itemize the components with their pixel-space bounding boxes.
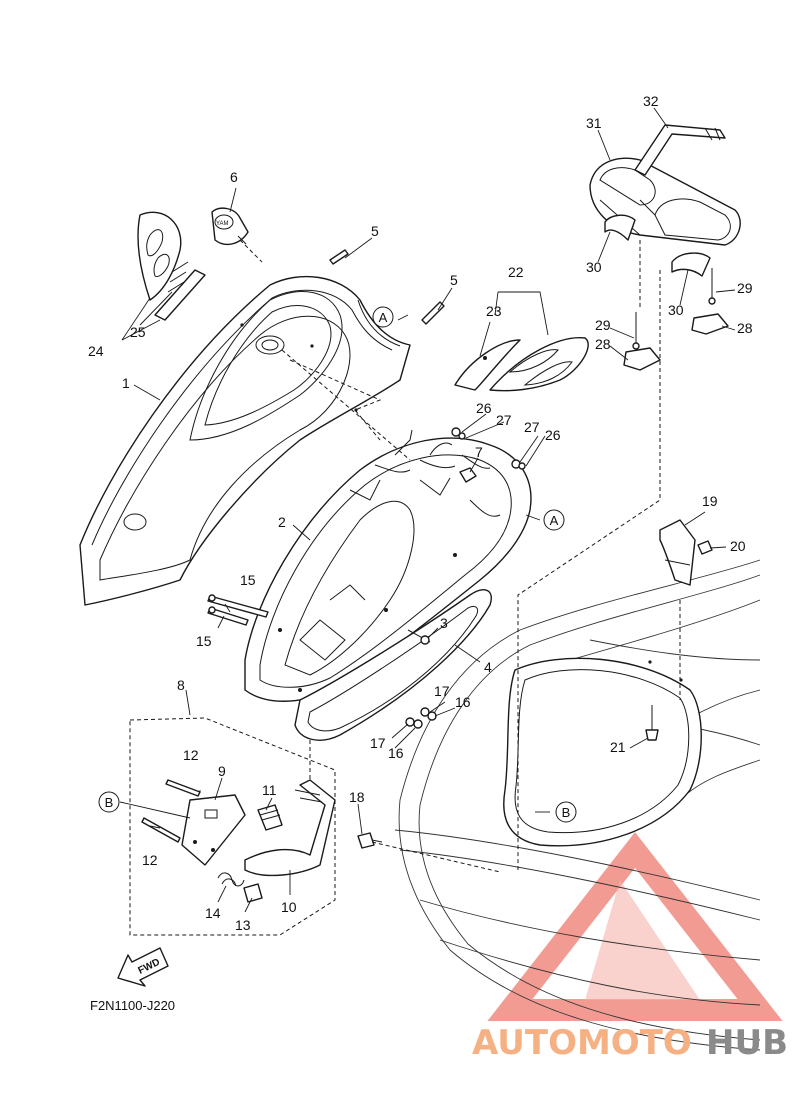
ref-a-lower: A <box>543 509 565 531</box>
screw-21 <box>645 705 659 741</box>
label-9: 9 <box>218 763 226 779</box>
svg-text:B: B <box>562 805 571 820</box>
decal-22-23 <box>454 337 589 392</box>
label-27b: 27 <box>524 419 540 435</box>
grommet-26-27-right <box>511 459 526 470</box>
watermark-part2: HUB <box>706 1023 788 1063</box>
label-1: 1 <box>122 375 130 391</box>
label-23: 23 <box>486 303 502 319</box>
hook-19 <box>659 519 696 586</box>
grommet-26-27-left <box>451 427 466 440</box>
diagram-code: F2N1100-J220 <box>90 998 175 1013</box>
label-25: 25 <box>130 324 146 340</box>
label-31: 31 <box>586 115 602 131</box>
label-7: 7 <box>475 444 483 460</box>
strap-32 <box>634 124 726 176</box>
clip-5-lower <box>421 301 445 325</box>
label-10: 10 <box>281 899 297 915</box>
label-16b: 16 <box>388 745 404 761</box>
label-28b: 28 <box>737 320 753 336</box>
bolts-15 <box>207 594 269 626</box>
screw-18 <box>357 832 383 849</box>
rivet-29-left <box>632 312 640 350</box>
label-32: 32 <box>643 93 659 109</box>
step-plate-9 <box>181 794 246 866</box>
svg-text:A: A <box>379 310 388 325</box>
label-8: 8 <box>177 677 185 693</box>
label-28a: 28 <box>595 336 611 352</box>
label-19: 19 <box>702 493 718 509</box>
svg-text:A: A <box>550 513 559 528</box>
ref-a-upper: A <box>372 306 394 328</box>
label-22: 22 <box>508 264 524 280</box>
collar-13 <box>243 883 263 903</box>
watermark-part1: AUTOMOTO <box>472 1023 692 1063</box>
label-17b: 17 <box>370 735 386 751</box>
label-24: 24 <box>88 343 104 359</box>
label-26a: 26 <box>476 400 492 416</box>
label-21: 21 <box>610 739 626 755</box>
label-15b: 15 <box>196 633 212 649</box>
side-decal-24 <box>137 211 182 301</box>
svg-text:B: B <box>105 795 114 810</box>
label-20: 20 <box>730 538 746 554</box>
nut-20 <box>697 540 713 555</box>
label-27a: 27 <box>496 412 512 428</box>
ref-b-left: B <box>98 791 120 813</box>
label-2: 2 <box>278 514 286 530</box>
label-4: 4 <box>484 659 492 675</box>
watermark-logo <box>487 832 783 1021</box>
side-decal-25 <box>154 269 206 321</box>
leader-lines <box>119 107 736 913</box>
bolt-3 <box>407 629 431 645</box>
label-14: 14 <box>205 905 221 921</box>
label-16a: 16 <box>455 694 471 710</box>
label-5b: 5 <box>450 272 458 288</box>
step-lever-10 <box>244 779 336 877</box>
front-cover <box>79 275 411 606</box>
nut-7 <box>459 467 477 483</box>
grip-11 <box>257 804 283 831</box>
alignment-lines <box>239 239 681 873</box>
rivet-29-right <box>708 268 716 305</box>
label-13: 13 <box>235 917 251 933</box>
part-number-labels: 1 2 3 4 5 5 6 7 8 9 10 11 12 12 13 14 15… <box>88 93 753 933</box>
label-29b: 29 <box>737 280 753 296</box>
pins-12 <box>141 779 201 843</box>
ref-b-right: B <box>555 801 577 823</box>
gasket-4 <box>294 589 492 741</box>
label-11: 11 <box>262 782 277 798</box>
stripes <box>167 261 189 293</box>
clip-28-left <box>623 347 661 371</box>
cap-6: YAM <box>211 207 249 246</box>
label-29a: 29 <box>595 317 611 333</box>
label-6: 6 <box>230 169 238 185</box>
label-15a: 15 <box>240 572 256 588</box>
label-26b: 26 <box>545 427 561 443</box>
label-5a: 5 <box>371 223 379 239</box>
storage-box-31 <box>589 157 741 246</box>
brackets-30 <box>604 214 711 277</box>
sticker-text: YAM <box>216 221 229 227</box>
boarding-step-group-8 <box>129 717 336 936</box>
label-30b: 30 <box>668 302 684 318</box>
label-18: 18 <box>349 789 365 805</box>
watermark-text: AUTOMOTO HUB <box>472 1023 788 1063</box>
clip-28-right <box>691 313 729 335</box>
label-3: 3 <box>440 615 448 631</box>
label-12b: 12 <box>142 852 158 868</box>
label-12a: 12 <box>183 747 199 763</box>
label-30a: 30 <box>586 259 602 275</box>
clip-5-upper <box>329 249 349 265</box>
label-17a: 17 <box>434 683 450 699</box>
fwd-arrow: FWD <box>117 947 169 987</box>
spring-14 <box>217 872 245 887</box>
